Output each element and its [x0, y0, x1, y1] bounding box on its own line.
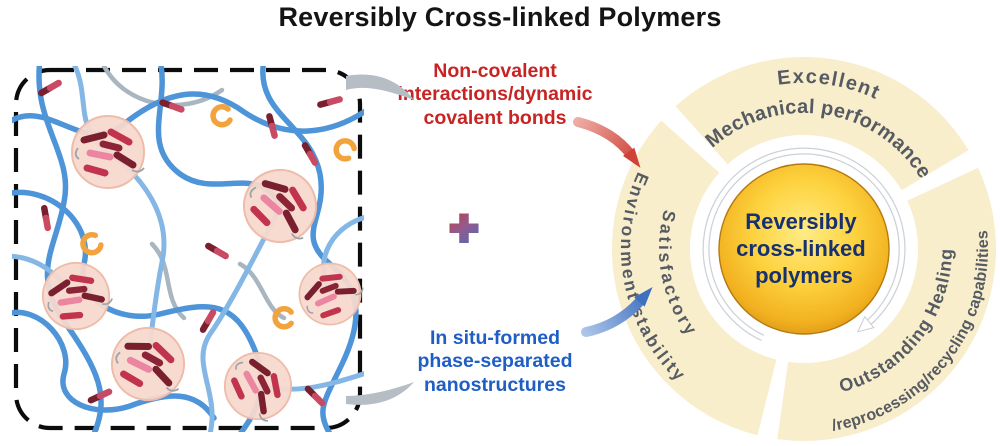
- label-line: covalent bonds: [423, 106, 567, 129]
- nanostructure-label: In situ-formed phase-separated nanostruc…: [382, 327, 608, 397]
- crosslink-label: Non-covalent interactions/dynamic covale…: [382, 60, 608, 130]
- label-line: interactions/dynamic: [397, 83, 593, 106]
- wheel-right-segment: [777, 167, 996, 441]
- label-line: Non-covalent: [433, 60, 557, 82]
- wheel-center-label: Reversibly cross-linked polymers: [736, 209, 872, 288]
- wheel-top-segment: [675, 57, 969, 191]
- label-line: In situ-formed: [430, 327, 560, 349]
- performance-wheel: Excellent Mechanical performance Environ…: [611, 57, 996, 441]
- label-line: nanostructures: [424, 373, 566, 396]
- wheel-left-segment: [611, 120, 777, 436]
- polymer-chain: [12, 309, 217, 421]
- polymer-chain: [36, 66, 104, 432]
- label-line: phase-separated: [417, 350, 573, 373]
- cycle-arrow: [702, 147, 906, 341]
- polymer-chain: [12, 91, 364, 137]
- page-title: Reversibly Cross-linked Polymers: [278, 2, 722, 32]
- polymer-network-panel: [12, 66, 364, 432]
- wheel-center-ball: [718, 163, 890, 335]
- cycle-arrow-body: [703, 148, 905, 340]
- plus-sign: +: [449, 200, 478, 256]
- polymer-chain: [200, 205, 283, 432]
- polymer-chain: [237, 261, 287, 321]
- crosslinker-rod-icon: [44, 208, 47, 228]
- polymer-chains: [12, 66, 364, 432]
- wheel-segments: [611, 57, 996, 441]
- nanodomain-cluster: [72, 116, 144, 188]
- cycle-arrowhead-icon: [856, 315, 875, 333]
- plus-icon: +: [447, 200, 480, 256]
